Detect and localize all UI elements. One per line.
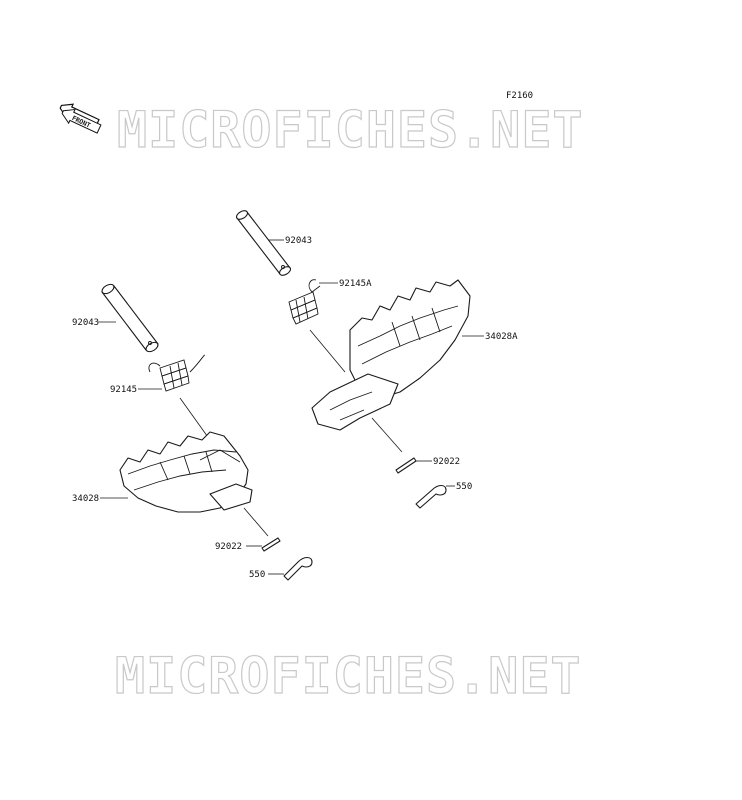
label-pin-small-left: 92022 [215, 542, 242, 552]
front-arrow-icon: FRONT [59, 103, 102, 134]
label-pin-left: 92043 [72, 318, 99, 328]
leader-line [371, 417, 403, 453]
footpeg-right-part [311, 279, 471, 431]
label-pin-small-right: 92022 [433, 457, 460, 467]
cotter-left-part [283, 556, 313, 581]
spring-upper-part [288, 279, 321, 325]
watermark-bottom: MICROFICHES.NET [115, 647, 582, 705]
label-spring-upper: 92145A [339, 279, 372, 289]
leader-line [309, 329, 346, 373]
watermark-top: MICROFICHES.NET [117, 101, 584, 159]
pin-upper-part [235, 210, 292, 276]
label-footpeg-left: 34028 [72, 494, 99, 504]
label-spring-left: 92145 [110, 385, 137, 395]
diagram-code: F2160 [506, 91, 533, 101]
footpeg-left-part [119, 431, 253, 513]
pin-left-part [101, 283, 159, 353]
label-cotter-right: 550 [456, 482, 472, 492]
label-pin-upper: 92043 [285, 236, 312, 246]
label-footpeg-right: 34028A [485, 332, 518, 342]
leader-line [243, 507, 269, 537]
spring-left-part [148, 354, 205, 392]
cotter-right-part [415, 484, 447, 509]
leader-line [179, 397, 211, 441]
pin-small-left-part [261, 537, 281, 552]
pin-small-right-part [395, 457, 417, 474]
label-cotter-left: 550 [249, 570, 265, 580]
